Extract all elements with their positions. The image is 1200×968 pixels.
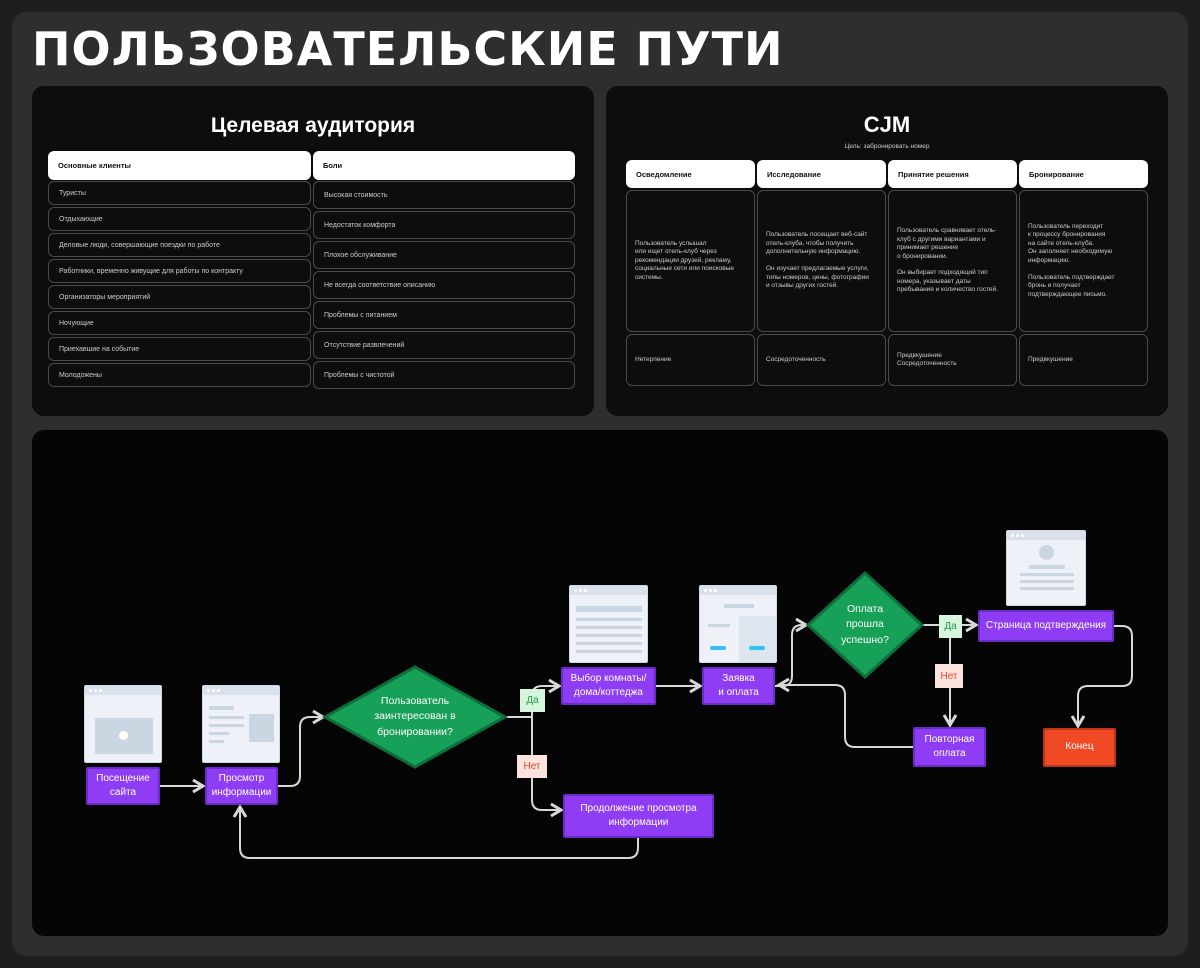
user-icon [1039, 545, 1054, 560]
end-node: Конец [1043, 728, 1116, 767]
confirmation-page-node: Страница подтверждения [978, 610, 1114, 642]
request-payment-node: Заявка и оплата [702, 667, 775, 705]
client-row: Работники, временно живущие для работы п… [48, 259, 311, 283]
cjm-stage-header: Бронирование [1019, 160, 1148, 188]
cjm-title: CJM [863, 112, 911, 137]
cjm-stage-description: Пользователь услышал или ищет отель-клуб… [626, 190, 755, 332]
arrow-continue-to-info [232, 804, 639, 859]
pains-header: Боли [313, 151, 575, 180]
choose-room-node: Выбор комнаты/ дома/коттеджа [561, 667, 656, 705]
visit-site-node: Посещение сайта [86, 767, 160, 805]
pain-row: Отсутствие развлечений [313, 331, 575, 359]
decision2-yes-tag: Да [939, 615, 962, 638]
payment-wireframe [699, 585, 777, 663]
pain-row: Недостаток комфорта [313, 211, 575, 239]
confirmation-wireframe [1006, 530, 1086, 606]
cjm-stage-emotion: Сосредоточенность [757, 334, 886, 386]
arrow-info-to-decision1 [278, 709, 326, 787]
cjm-stage-emotion: Предвкушение [1019, 334, 1148, 386]
pain-row: Проблемы с питанием [313, 301, 575, 329]
audience-title: Целевая аудитория [210, 114, 416, 137]
rooms-table-wireframe [569, 585, 648, 663]
pain-row: Не всегда соответствие описанию [313, 271, 575, 299]
audience-panel: Целевая аудитория Основные клиенты Боли … [32, 86, 594, 416]
decision2-diamond [805, 570, 925, 680]
arrow-decision1-no [531, 717, 564, 818]
page-title: ПОЛЬЗОВАТЕЛЬСКИЕ ПУТИ [32, 22, 784, 76]
repeat-payment-node: Повторная оплата [913, 727, 986, 767]
decision2-text: Оплата прошла успешно? [841, 603, 889, 646]
arrow-confirm-to-end [1070, 625, 1133, 729]
cjm-stage-header: Осведомление [626, 160, 755, 188]
decision1-yes-tag: Да [520, 689, 545, 712]
video-page-wireframe [84, 685, 162, 763]
pain-row: Высокая стоимость [313, 181, 575, 209]
pain-row: Проблемы с чистотой [313, 361, 575, 389]
cjm-panel: CJM Цель: забронировать номер Осведомлен… [606, 86, 1168, 416]
decision2-no-tag: Нет [935, 664, 963, 688]
clients-header: Основные клиенты [48, 151, 311, 180]
client-row: Приехавшие на событие [48, 337, 311, 361]
cjm-stage-description: Пользователь сравнивает отель- клуб с др… [888, 190, 1017, 332]
client-row: Деловые люди, совершающие поездки по раб… [48, 233, 311, 257]
image-icon [249, 714, 274, 742]
cjm-goal: Цель: забронировать номер [844, 143, 930, 150]
client-row: Отдыхающие [48, 207, 311, 231]
cjm-stage-emotion: Предвкушение Сосредоточенность [888, 334, 1017, 386]
client-row: Организаторы мероприятий [48, 285, 311, 309]
cjm-stage-emotion: Нетерпение [626, 334, 755, 386]
cjm-stage-header: Исследование [757, 160, 886, 188]
cjm-stage-header: Принятие решения [888, 160, 1017, 188]
decision1-no-tag: Нет [517, 755, 547, 778]
cjm-stage-description: Пользователь переходит к процессу бронир… [1019, 190, 1148, 332]
play-icon [119, 731, 128, 740]
arrow-pay-to-decision2 [775, 617, 809, 687]
decision1-text: Пользователь заинтересован в бронировани… [374, 695, 456, 738]
client-row: Туристы [48, 181, 311, 205]
view-info-node: Просмотр информации [205, 767, 278, 805]
info-page-wireframe [202, 685, 280, 763]
decision1-diamond [321, 665, 509, 769]
continue-viewing-node: Продолжение просмотра информации [563, 794, 714, 838]
arrow-repeat-to-pay [776, 677, 913, 748]
client-row: Ночующие [48, 311, 311, 335]
pain-row: Плохое обслуживание [313, 241, 575, 269]
cjm-stage-description: Пользователь посещает веб-сайт отель-клу… [757, 190, 886, 332]
client-row: Молодожены [48, 363, 311, 387]
